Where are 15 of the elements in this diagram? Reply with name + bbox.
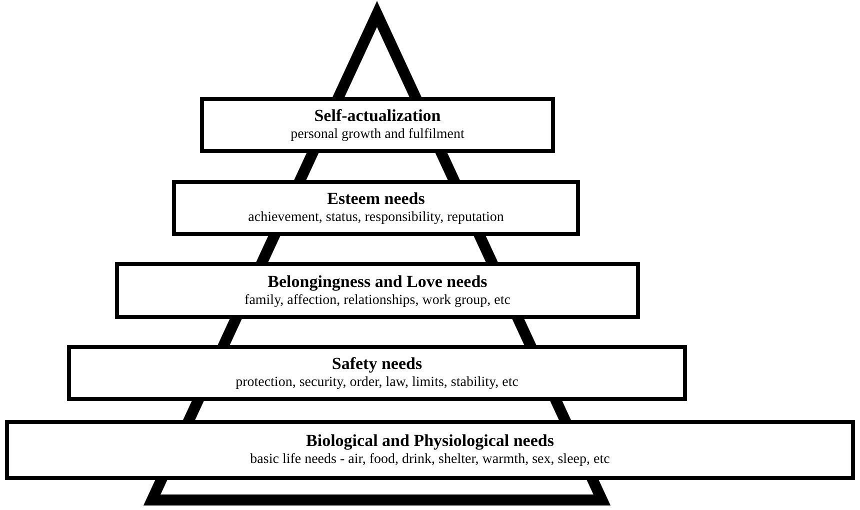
pyramid-level-box [172,180,580,236]
level-description: protection, security, order, law, limits, stability, etc [236,374,518,392]
level-description: basic life needs - air, food, drink, shelter, warmth, sex, sleep, etc [250,451,610,469]
level-description: achievement, status, responsibility, reputation [248,209,504,227]
pyramid-level-box [67,345,687,401]
pyramid-level-box [200,97,555,153]
level-heading: Self-actualization [314,106,441,126]
level-description: family, affection, relationships, work group, etc [244,292,510,310]
level-heading: Biological and Physiological needs [306,431,554,451]
pyramid-level-box [5,420,855,480]
level-heading: Esteem needs [327,189,425,209]
level-heading: Belongingness and Love needs [268,272,488,292]
level-description: personal growth and fulfilment [290,126,464,144]
pyramid-level-box [115,262,640,319]
level-heading: Safety needs [332,354,422,374]
